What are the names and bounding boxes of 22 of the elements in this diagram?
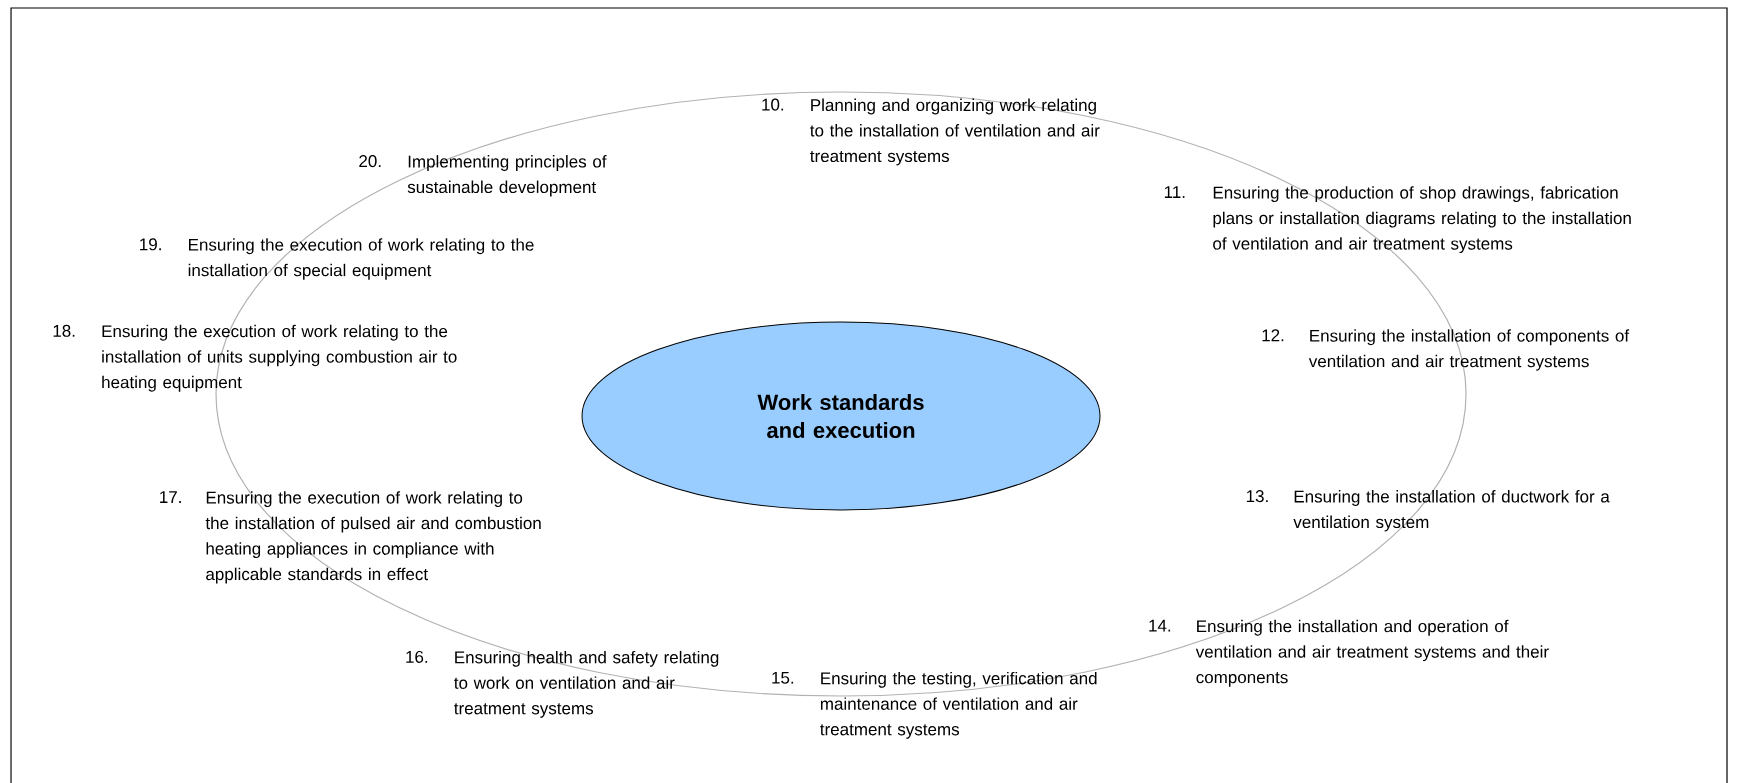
item-number: 16. [406, 650, 428, 663]
item-number: 17. [160, 491, 181, 503]
item-text: Ensuring the installation and operation of ventilation and air treatment systems and their components [1195, 619, 1549, 687]
item-text: Ensuring the execution of work relating to the installation of units supplying combustion air to heating equipment [102, 324, 457, 392]
item-number: 13. [1246, 490, 1268, 503]
item-number: 11. [1164, 186, 1185, 198]
item-text: Planning and organizing work relating to the installation of ventilation and air treatment systems [810, 98, 1100, 166]
item-number: 12. [1262, 329, 1284, 342]
item-text: Ensuring health and safety relating to work on ventilation and air treatment systems [454, 650, 719, 718]
item-text: Ensuring the production of shop drawings, fabrication plans or installation diagrams relating to the installation of ventilation and air treatment systems [1213, 186, 1631, 254]
item-number: 10. [762, 98, 784, 111]
item-number: 14. [1149, 619, 1171, 632]
item-number: 18. [53, 324, 75, 337]
item-text: Ensuring the installation of components of ventilation and air treatment systems [1308, 329, 1630, 371]
item-number: 15. [772, 671, 794, 684]
item-text: Ensuring the testing, verification and maintenance of ventilation and air treatment systems [820, 671, 1097, 739]
item-text: Implementing principles of sustainable development [407, 155, 607, 197]
item-text: Ensuring the installation of ductwork for a ventilation system [1293, 490, 1610, 532]
item-number: 19. [140, 238, 161, 251]
item-number: 20. [359, 155, 381, 168]
item-text: Ensuring the execution of work relating to the installation of pulsed air and combustion heating appliances in compliance with applicable standards in effect [205, 491, 541, 584]
item-text: Ensuring the execution of work relating to the installation of special equipment [188, 238, 534, 280]
